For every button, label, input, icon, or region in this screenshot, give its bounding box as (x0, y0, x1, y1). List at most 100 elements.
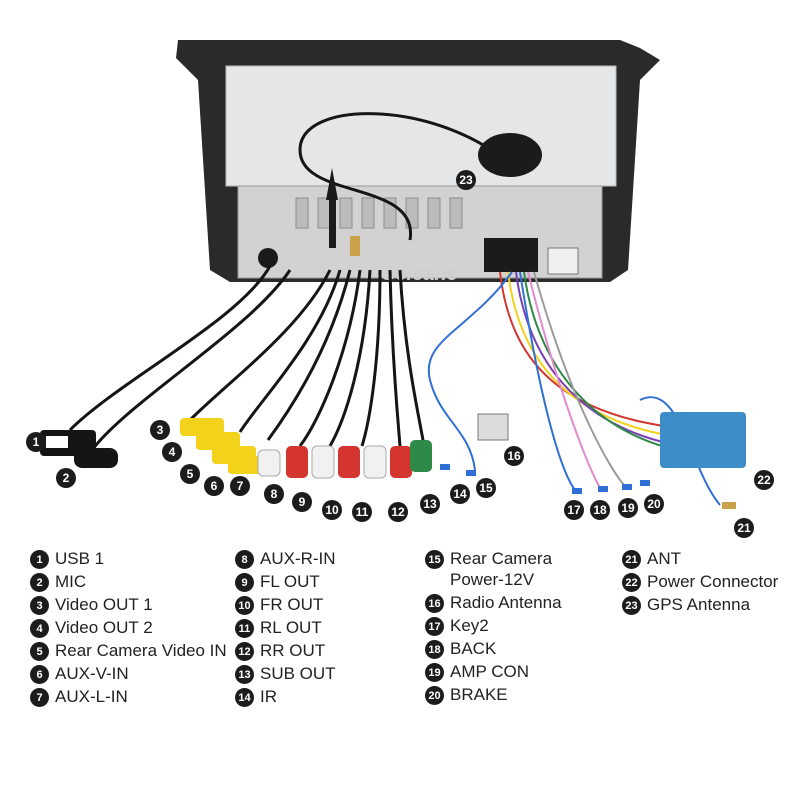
callout-badge: 17 (425, 617, 444, 636)
legend-label: FL OUT (260, 572, 320, 591)
callout-badge: 23 (622, 596, 641, 615)
legend-label: USB 1 (55, 549, 105, 568)
callout-badge: 18 (425, 640, 444, 659)
scene-callout-number: 15 (479, 481, 493, 495)
scene-callout-number: 1 (33, 435, 40, 449)
legend-item: 9 FL OUT (235, 571, 336, 592)
scene-callout-badge (564, 500, 584, 520)
legend-item: 20 BRAKE (425, 684, 562, 705)
usb1-port (46, 436, 68, 448)
scene-callout-badge (292, 492, 312, 512)
legend-label: Video OUT 2 (55, 618, 153, 637)
legend-item: 18 BACK (425, 638, 562, 659)
callout-badge: 10 (235, 596, 254, 615)
head-unit-top-plate (225, 65, 617, 187)
legend-label: FR OUT (260, 595, 324, 614)
scene-callout-number: 3 (157, 423, 164, 437)
legend-label: AUX-L-IN (55, 687, 128, 706)
scene-callout-badge (456, 170, 476, 190)
wire-terminals (440, 464, 736, 509)
scene-callout-number: 13 (423, 497, 437, 511)
scene-callout-number: 17 (567, 503, 581, 517)
brand-watermark: Seicane (382, 263, 458, 285)
wifi-antenna-stem (329, 198, 336, 248)
legend-item: 23 GPS Antenna (622, 594, 778, 615)
legend-item: 15 Rear Camera Power-12V (425, 548, 562, 590)
power-connector-block (660, 412, 746, 468)
scene-callout-number: 12 (391, 505, 405, 519)
scene-callout-badge (734, 518, 754, 538)
legend-label: Video OUT 1 (55, 595, 153, 614)
callout-badge: 6 (30, 665, 49, 684)
wifi-antenna (326, 168, 338, 200)
scene-callout-number: 23 (459, 173, 473, 187)
legend-label: MIC (55, 572, 87, 591)
scene-callout-badge (180, 464, 200, 484)
legend-label: BACK (450, 639, 497, 658)
legend-label: RR OUT (260, 641, 326, 660)
callout-badge: 15 (425, 550, 444, 569)
callout-badge: 12 (235, 642, 254, 661)
callout-badge: 5 (30, 642, 49, 661)
legend-label: IR (260, 687, 277, 706)
legend-label: GPS Antenna (647, 595, 751, 614)
legend-label: Power Connector (647, 572, 779, 591)
scene-callout-badge (230, 476, 250, 496)
callout-badge: 20 (425, 686, 444, 705)
scene-callout-badge (56, 468, 76, 488)
callout-badge: 16 (425, 594, 444, 613)
legend-label: AUX-V-IN (55, 664, 129, 683)
scene-callout-badge (162, 442, 182, 462)
legend-item: 11 RL OUT (235, 617, 336, 638)
scene-callout-number: 11 (356, 505, 369, 519)
legend-label: SUB OUT (260, 664, 336, 683)
legend-item: 21 ANT (622, 548, 778, 569)
scene-callout-number: 8 (271, 487, 278, 501)
legend-label: AMP CON (450, 662, 530, 681)
scene-callout-badge (26, 432, 46, 452)
callout-badge: 14 (235, 688, 254, 707)
scene-callout-badge (590, 500, 610, 520)
scene-callout-badge (618, 498, 638, 518)
gps-cable (298, 112, 506, 241)
scene-callout-badge (504, 446, 524, 466)
gps-antenna-puck (478, 133, 542, 177)
callout-badge: 9 (235, 573, 254, 592)
callout-badge: 1 (30, 550, 49, 569)
scene-callout-number: 21 (737, 521, 751, 535)
callout-badge: 21 (622, 550, 641, 569)
scene-callout-badge (352, 502, 372, 522)
legend-label: Rear Camera Video IN (55, 641, 227, 660)
legend-label: RL OUT (260, 618, 322, 637)
scene-callout-number: 7 (237, 479, 244, 493)
usb-ports (547, 247, 579, 275)
scene-callout-badge (450, 484, 470, 504)
black-cable-bundle (68, 265, 426, 451)
scene-callout-badge (150, 420, 170, 440)
scene-callout-badge (264, 484, 284, 504)
scene-callout-badge (476, 478, 496, 498)
scene-callout-number: 9 (299, 495, 306, 509)
legend-label: ANT (647, 549, 681, 568)
callout-badge: 11 (235, 619, 254, 638)
main-harness-socket (484, 238, 538, 272)
scene-callout-number: 22 (757, 473, 771, 487)
scene-callout-number: 19 (621, 501, 635, 515)
scene-callout-badge (644, 494, 664, 514)
legend-label: BRAKE (450, 685, 508, 704)
rca-connectors (180, 418, 432, 479)
scene-callout-number: 4 (169, 445, 176, 459)
callout-badge: 3 (30, 596, 49, 615)
scene-callout-badge (204, 476, 224, 496)
legend-label: Rear Camera Power-12V (450, 549, 553, 589)
scene-callout-number: 10 (325, 503, 339, 517)
